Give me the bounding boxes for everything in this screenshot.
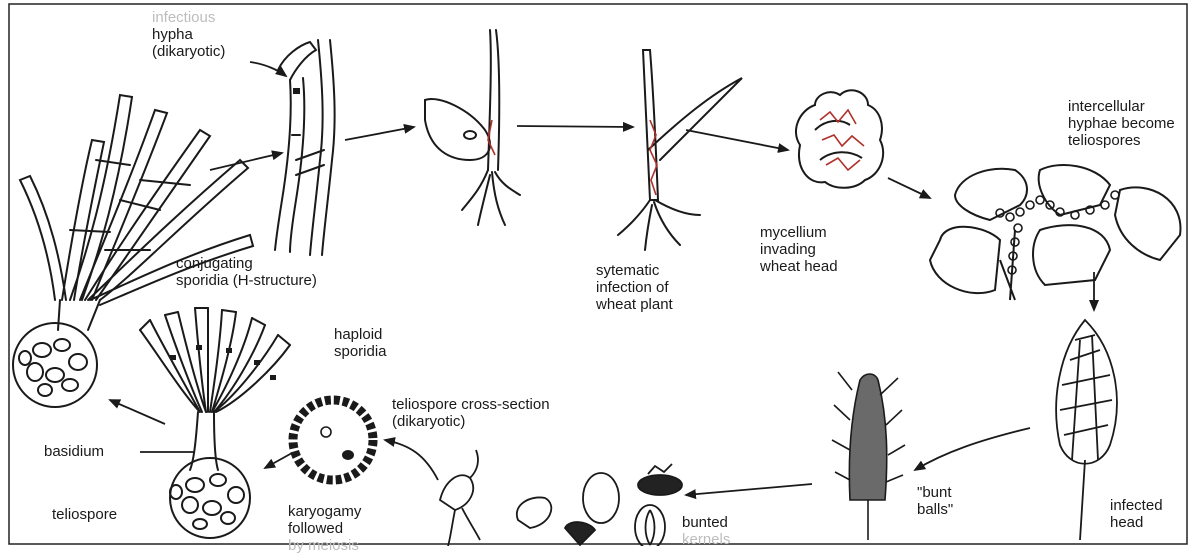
label-intercellular-line3: teliospores <box>1068 132 1175 149</box>
label-systematic-line2: infection of <box>596 279 673 296</box>
label-conjugating-line1: conjugating <box>176 255 317 272</box>
arrow-seedling-to-plant <box>517 126 633 127</box>
label-systematic: sytematic infection of wheat plant <box>596 262 673 313</box>
label-infectious-hypha-line1: infectious <box>152 9 225 26</box>
arrow-infected-to-buntballs <box>915 428 1030 470</box>
teliospore-top-illustration <box>13 323 97 407</box>
label-haploid-line2: sporidia <box>334 343 387 360</box>
germinating-teliospore-illustration <box>440 450 480 546</box>
label-bunt-balls-line2: balls" <box>917 501 953 518</box>
label-teliospore: teliospore <box>52 506 117 523</box>
arrow-hypha-to-seedling <box>345 127 414 140</box>
infectious-hypha-illustration <box>275 40 335 255</box>
label-infectious-hypha: infectious hypha (dikaryotic) <box>152 9 225 60</box>
wheat-head-illustration <box>796 90 883 188</box>
label-cross-section-line1: teliospore cross-section <box>392 396 550 413</box>
label-bunt-balls-line1: "bunt <box>917 484 953 501</box>
label-mycellium-line3: wheat head <box>760 258 838 275</box>
intercellular-cells-illustration <box>930 165 1180 300</box>
label-cross-section-line2: (dikaryotic) <box>392 413 550 430</box>
infected-head-illustration <box>1056 320 1117 540</box>
arrow-conjugating-to-hypha <box>210 153 282 170</box>
label-bunted-line2: kernels <box>682 531 730 548</box>
label-intercellular: intercellular hyphae become teliospores <box>1068 98 1175 149</box>
label-infectious-hypha-line3: (dikaryotic) <box>152 43 225 60</box>
label-conjugating: conjugating sporidia (H-structure) <box>176 255 317 289</box>
conjugating-sporidia-illustration <box>20 95 253 330</box>
label-karyogamy: karyogamy followed by meiosis <box>288 503 361 554</box>
label-basidium: basidium <box>44 443 104 460</box>
label-mycellium-line1: mycellium <box>760 224 838 241</box>
hypha-nucleus <box>293 88 300 94</box>
arrow-sporidia-to-conjugating <box>110 400 165 424</box>
arrow-plant-to-head <box>686 130 788 150</box>
label-haploid-sporidia: haploid sporidia <box>334 326 387 360</box>
label-bunted-kernels: bunted kernels <box>682 514 730 548</box>
label-intercellular-line2: hyphae become <box>1068 115 1175 132</box>
label-conjugating-line2: sporidia (H-structure) <box>176 272 317 289</box>
label-systematic-line3: wheat plant <box>596 296 673 313</box>
teliospore-bottom-illustration <box>170 458 250 538</box>
wheat-head-hypha <box>820 110 864 170</box>
basidium-illustration <box>140 308 290 470</box>
label-karyogamy-line2: followed <box>288 520 361 537</box>
wheat-plant-illustration <box>618 50 742 250</box>
bunt-balls-spike-illustration <box>832 372 905 540</box>
label-infected-head: infected head <box>1110 497 1163 531</box>
label-bunted-line1: bunted <box>682 514 730 531</box>
arrow-buntballs-to-kernels <box>686 484 812 495</box>
label-infectious-hypha-line2: hypha <box>152 26 225 43</box>
label-mycellium: mycellium invading wheat head <box>760 224 838 275</box>
label-infected-head-line1: infected <box>1110 497 1163 514</box>
bunted-kernels-illustration <box>517 464 682 546</box>
arrow-germinating-to-cross-section <box>385 440 438 480</box>
label-karyogamy-line1: karyogamy <box>288 503 361 520</box>
label-systematic-line1: sytematic <box>596 262 673 279</box>
label-cross-section: teliospore cross-section (dikaryotic) <box>392 396 550 430</box>
label-haploid-line1: haploid <box>334 326 387 343</box>
seedling-illustration <box>425 30 520 225</box>
label-bunt-balls: "bunt balls" <box>917 484 953 518</box>
label-mycellium-line2: invading <box>760 241 838 258</box>
arrow-head-to-cells <box>888 178 930 198</box>
label-intercellular-line1: intercellular <box>1068 98 1175 115</box>
label-infected-head-line2: head <box>1110 514 1163 531</box>
arrow-cross-section-to-teliospore <box>265 453 292 468</box>
cross-section-illustration <box>293 400 373 480</box>
